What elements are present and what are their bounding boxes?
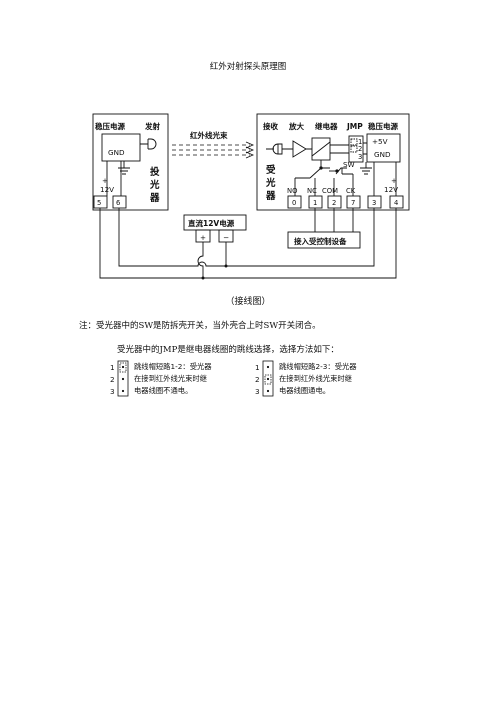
- jumper-1-pin-2: 2: [110, 375, 115, 384]
- ground-icon-transmitter: [118, 161, 130, 175]
- transmitter-name-char-1: 投: [150, 166, 160, 178]
- receiver-plus5v-label: +5V: [372, 137, 388, 146]
- transmitter-name-char-3: 器: [149, 193, 160, 204]
- receiver-box: [256, 113, 410, 211]
- receiver-pin-2: [327, 195, 342, 209]
- transmitter-voltage-label: 12V: [100, 185, 114, 194]
- controlled-device-box: [287, 231, 361, 249]
- emitter-icon: [140, 138, 157, 150]
- beam-arrowheads: [245, 141, 255, 159]
- jumper-1-line-3: 电器线圈不通电。: [134, 386, 192, 395]
- receiver-pin-2-label: 2: [332, 199, 336, 207]
- receiver-pin-0-label: 0: [292, 199, 296, 207]
- jumper-2-line-3: 电器线圈通电。: [279, 386, 330, 395]
- receiver-pin-1: [308, 195, 323, 209]
- jumper-2-pin-3: 3: [255, 387, 260, 396]
- transmitter-pin-6-label: 6: [116, 199, 120, 207]
- ground-icon-receiver: [360, 162, 372, 175]
- jumper-options: 1 2 3 跳线帽短路1-2：受光器 在接到红外线光束时继 电器线圈不通电。 1…: [110, 360, 357, 397]
- receiver-header-receive: 接收: [263, 121, 278, 131]
- transmitter-plus-label: +: [102, 176, 108, 185]
- controlled-device-label: 接入受控制设备: [294, 236, 347, 246]
- receiver-header-amplify: 放大: [288, 121, 304, 131]
- receiver-header-relay: 继电器: [315, 121, 338, 131]
- receiver-pin-4: [389, 195, 404, 209]
- transmitter-pin-6: [112, 195, 127, 209]
- jumper-1-pin-3: 3: [110, 387, 115, 396]
- dc-supply-box: [183, 214, 247, 231]
- jumper-1-line-1: 跳线帽短路1-2：受光器: [134, 362, 212, 371]
- receiver-name-char-1: 受: [266, 164, 276, 176]
- receiver-header-jmp: JMP: [346, 122, 363, 131]
- transmitter-name-char-2: 光: [149, 179, 160, 191]
- jmp-pin-1: 1: [358, 138, 362, 146]
- contact-label-no: NO: [287, 187, 297, 195]
- dc-minus-label: −: [223, 233, 229, 242]
- dc-plus-label: +: [200, 233, 206, 242]
- jumper-option-1: 1 2 3 跳线帽短路1-2：受光器 在接到红外线光束时继 电器线圈不通电。: [110, 360, 212, 397]
- transmitter-gnd-label: GND: [108, 148, 125, 157]
- contact-label-nc: NC: [307, 187, 317, 195]
- dc-supply-label: 直流12V电源: [188, 218, 235, 228]
- receiver-pin-7: [346, 195, 361, 209]
- contact-label-com: COM: [322, 187, 338, 195]
- amplifier-icon: [288, 140, 312, 158]
- jumper-2-line-1: 跳线帽短路2-3：受光器: [279, 362, 357, 371]
- receiver-gnd-label: GND: [374, 150, 391, 159]
- transmitter-emit-label: 发射: [144, 121, 160, 131]
- jumper-2-pin-2: 2: [255, 375, 260, 384]
- receiver-pin-3: [367, 195, 382, 209]
- receiver-pin-7-label: 7: [351, 199, 355, 207]
- jumper-1-line-2: 在接到红外线光束时继: [134, 374, 207, 383]
- transmitter-pin-5-label: 5: [97, 199, 101, 207]
- jumper-1-pin-1: 1: [110, 363, 115, 372]
- receiver-plus-label: +: [391, 176, 397, 185]
- page-title: 红外对射探头原理图: [209, 62, 287, 72]
- receiver-name-char-2: 光: [265, 177, 276, 189]
- transmitter-box: [92, 113, 169, 211]
- wiring-diagram: 稳压电源 发射 GND + 12V 投 光 器 5 6 红外线光束 接收 放大 …: [92, 113, 410, 280]
- transmitter-pin-5: [93, 195, 108, 209]
- note-line-1: 注：受光器中的SW是防拆壳开关，当外壳合上时SW开关闭合。: [79, 321, 321, 331]
- infrared-beam: [172, 144, 250, 156]
- beam-label: 红外线光束: [190, 130, 228, 140]
- jumper-option-2: 1 2 3 跳线帽短路2-3：受光器 在接到红外线光束时继 电器线圈通电。: [255, 360, 357, 397]
- jumper-2-pin-1: 1: [255, 363, 260, 372]
- receiver-pin-4-label: 4: [394, 199, 398, 207]
- receiver-pin-1-label: 1: [313, 199, 317, 207]
- receiver-name-char-3: 器: [265, 191, 276, 202]
- receiver-regulator-box: [366, 133, 401, 163]
- receiver-pin-0: [287, 195, 302, 209]
- jumper-2-line-2: 在接到红外线光束时继: [279, 374, 352, 383]
- diagram-caption: （接线图）: [225, 297, 271, 307]
- sw-label: SW: [343, 160, 355, 169]
- jmp-block: [348, 135, 364, 163]
- transmitter-power-label: 稳压电源: [95, 121, 125, 131]
- receiver-voltage-label: 12V: [384, 185, 398, 194]
- contact-label-ck: CK: [346, 187, 356, 195]
- jmp-pin-2: 2: [358, 145, 362, 153]
- receiver-lens-icon: [266, 143, 288, 155]
- receiver-header-power: 稳压电源: [368, 121, 398, 131]
- jmp-pin-3: 3: [358, 153, 362, 161]
- note-line-2: 受光器中的JMP是继电器线圈的跳线选择，选择方法如下：: [117, 345, 339, 355]
- receiver-pin-3-label: 3: [372, 199, 376, 207]
